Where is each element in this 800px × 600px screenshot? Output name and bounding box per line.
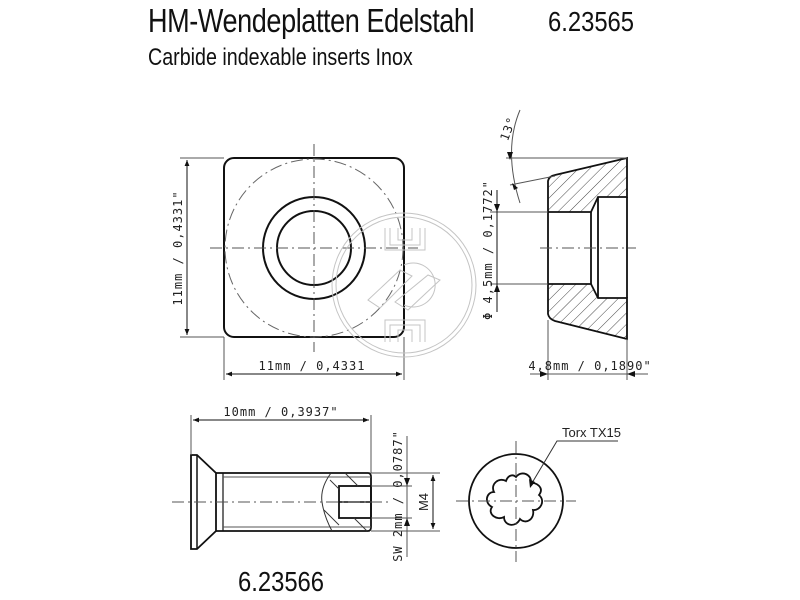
insert-width-dimension: 11mm / 0,4331 xyxy=(259,359,366,373)
thickness-dimension: 4,8mm / 0,1890" xyxy=(528,359,651,373)
screw-length-dimension: 10mm / 0,3937" xyxy=(223,405,338,419)
insert-top-view: 11mm / 0,4331" 11mm / 0,4331 xyxy=(171,144,418,380)
screw-article-number: 6.23566 xyxy=(238,566,325,597)
torx-label: Torx TX15 xyxy=(562,425,621,440)
thread-dimension: M4 xyxy=(416,493,431,511)
insert-section-view: 13° Φ 4,5mm / 0,1772" 4,8mm / 0,1890" xyxy=(481,109,651,380)
page-title: HM-Wendeplatten Edelstahl xyxy=(148,2,475,39)
angle-dimension: 13° xyxy=(497,115,519,143)
torx-star-icon xyxy=(486,472,543,526)
torx-end-view: Torx TX15 xyxy=(456,425,621,562)
page-subtitle: Carbide indexable inserts Inox xyxy=(148,44,413,71)
watermark-logo-icon xyxy=(331,212,477,358)
socket-size-dimension: SW 2mm / 0,0787" xyxy=(391,430,405,562)
insert-height-dimension: 11mm / 0,4331" xyxy=(171,190,185,305)
article-number: 6.23565 xyxy=(548,6,635,37)
bore-diameter-dimension: Φ 4,5mm / 0,1772" xyxy=(481,180,495,320)
screw-side-view: 10mm / 0,3937" SW 2mm / 0,0787" M4 xyxy=(172,405,440,562)
